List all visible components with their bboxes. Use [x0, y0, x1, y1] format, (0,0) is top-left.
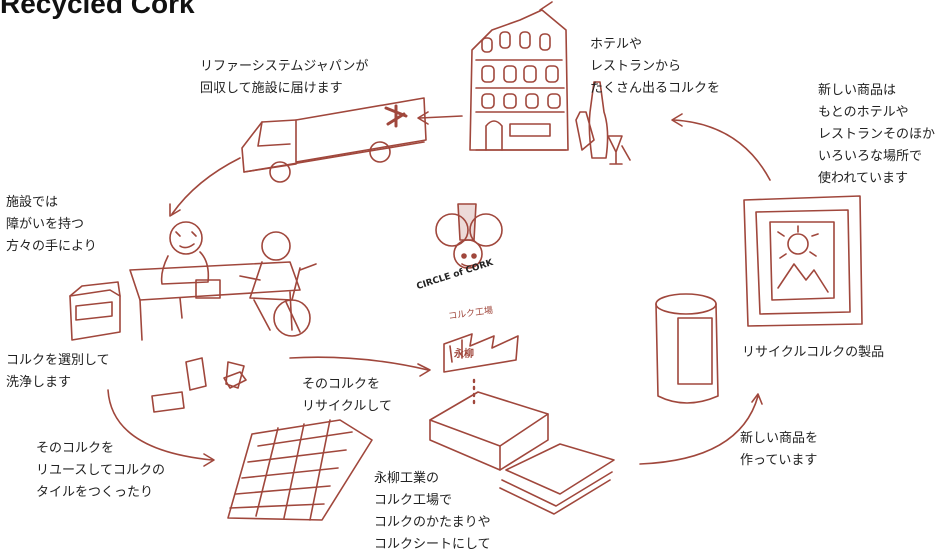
cork-box-illustration — [69, 281, 121, 341]
label-make: 新しい商品を 作っています — [740, 431, 819, 468]
cork-sheets-illustration — [499, 443, 615, 515]
label-collect: ホテルや レストランから たくさん出るコルクを — [590, 37, 721, 96]
arrow-sort-to-reuse — [107, 389, 213, 461]
label-product: リサイクルコルクの製品 — [742, 345, 885, 360]
label-facility: 施設では 障がいを持つ 方々の手により — [6, 195, 97, 254]
label-sort: コルクを選別して 洗浄します — [6, 353, 110, 390]
arrow-recycle-to-factory — [289, 356, 429, 371]
factory-illustration — [443, 333, 519, 406]
arrow-sheets-to-product — [639, 395, 759, 465]
label-deliver: リファーシステムジャパンが 回収して施設に届けます — [200, 59, 369, 96]
label-recycle: そのコルクを リサイクルして — [302, 377, 392, 414]
truck-illustration — [241, 97, 427, 183]
page-title: Recycled Cork — [0, 0, 195, 19]
loose-corks-illustration — [151, 357, 247, 413]
cork-frame-product-illustration — [743, 195, 863, 327]
label-reuse: そのコルクを リユースしてコルクの タイルをつくったり — [36, 441, 165, 500]
arrow-product-to-hotel — [673, 119, 771, 181]
circle-of-cork-logo — [435, 203, 503, 269]
hotel-building-illustration — [469, 1, 569, 151]
cork-cylinder-product-illustration — [655, 293, 719, 404]
cork-tiles-illustration — [227, 419, 373, 521]
label-factory: 永柳工業の コルク工場で コルクのかたまりや コルクシートにして — [374, 471, 491, 552]
cycle-flow-arrows — [107, 111, 771, 467]
cork-block-illustration — [429, 391, 549, 471]
arrow-hotel-to-truck — [419, 115, 463, 119]
factory-roof-text: 永柳 — [454, 349, 474, 360]
arrow-truck-to-facility — [171, 157, 241, 215]
label-used: 新しい商品は もとのホテルや レストランそのほか いろいろな場所で 使われていま… — [818, 83, 936, 186]
bottles-and-glasses-illustration — [575, 81, 631, 165]
facility-workers-illustration — [129, 221, 317, 341]
